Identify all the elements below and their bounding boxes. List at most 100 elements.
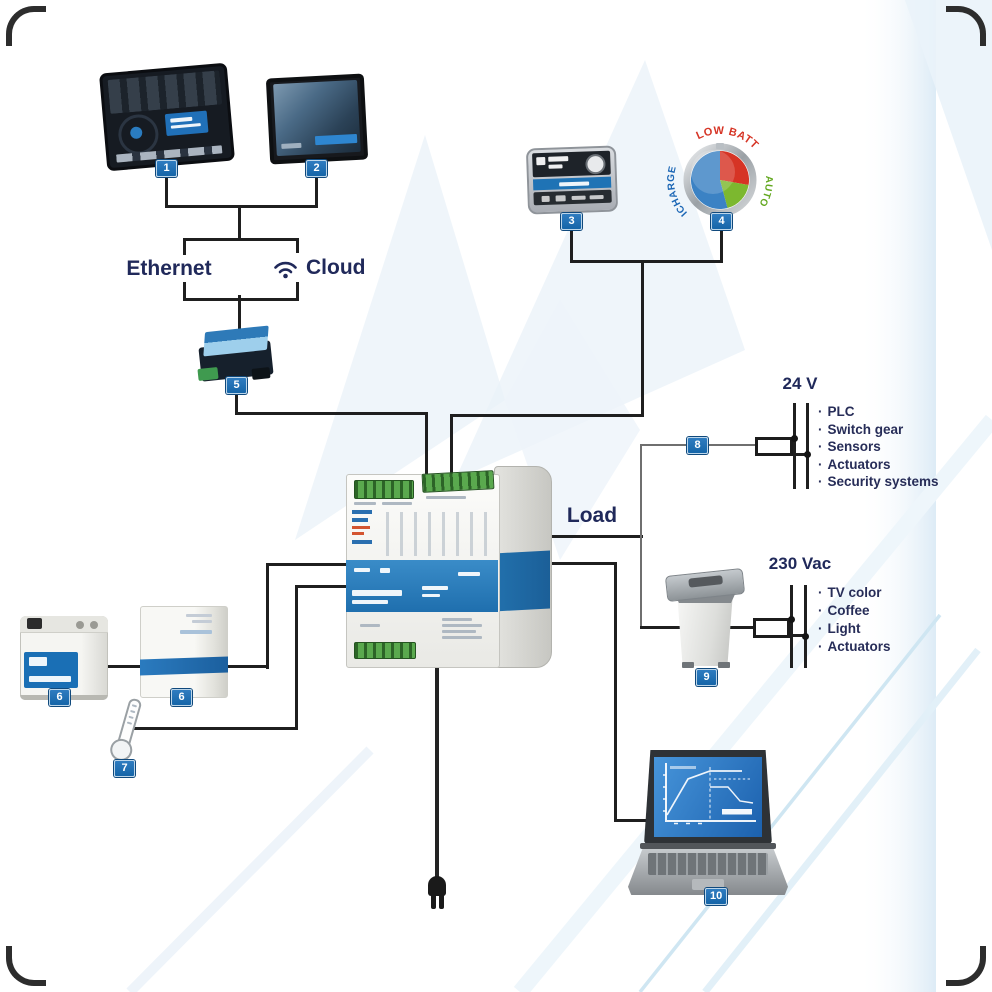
device-dc-ups — [346, 466, 552, 672]
laptop-line — [614, 562, 617, 822]
temp-probe-line — [295, 585, 352, 588]
mains-cable — [435, 668, 439, 880]
terminal-block-bottom — [354, 642, 416, 659]
terminal-block-top — [421, 470, 495, 493]
rounded-corner — [946, 946, 986, 986]
laptop-line — [614, 819, 654, 822]
busbar — [806, 403, 809, 489]
load-line — [543, 535, 643, 538]
battery-line — [266, 563, 352, 566]
battery-line — [266, 563, 269, 669]
load-symbol — [753, 618, 790, 638]
connector-line — [784, 634, 806, 637]
connector-line — [450, 414, 453, 474]
bus-list-item: ·PLC — [818, 404, 855, 419]
junction-dot — [804, 451, 811, 458]
battery-terminal — [27, 618, 42, 629]
connector-line — [570, 260, 723, 263]
device-monitor — [265, 73, 369, 165]
laptop-base — [628, 849, 788, 895]
cloud-label: Cloud — [306, 255, 366, 279]
connector-line — [720, 229, 723, 263]
connector-line — [315, 176, 318, 208]
temp-probe-line — [131, 727, 298, 730]
inverter-body — [677, 592, 733, 666]
bus-list-item: ·Sensors — [818, 439, 881, 454]
device-battery-module — [140, 606, 228, 698]
laptop-touchpad — [692, 879, 724, 890]
rounded-corner — [6, 946, 46, 986]
battery-stripe — [140, 656, 228, 676]
badge-3: 3 — [561, 213, 582, 230]
connector-line — [641, 260, 644, 417]
load-symbol — [755, 437, 793, 456]
rounded-corner — [946, 6, 986, 46]
busbar — [793, 403, 796, 489]
connector-line — [425, 412, 428, 474]
device-laptop — [628, 750, 788, 902]
device-hmi-panel — [98, 62, 236, 172]
device-status-gauge: LOW BATT ICHARGE AUTO — [666, 124, 774, 230]
badge-9: 9 — [696, 669, 717, 686]
junction-dot — [791, 435, 798, 442]
badge-6a: 6 — [49, 689, 70, 706]
badge-2: 2 — [306, 160, 327, 177]
badge-4: 4 — [711, 213, 732, 230]
bus-230v-list: ·TV color ·Coffee ·Light ·Actuators — [818, 585, 891, 657]
connector-line — [165, 176, 168, 208]
connector-line — [787, 453, 808, 456]
gauge-label-auto: AUTO — [756, 176, 773, 209]
terminal-block-top — [354, 480, 414, 499]
busbar — [790, 585, 793, 668]
rounded-corner — [6, 6, 46, 46]
bus-24v-list: ·PLC·Switch gear·Sensors·Actuators·Secur… — [818, 404, 939, 492]
bus-24v-title: 24 V — [782, 374, 818, 393]
device-battery-lead-acid — [20, 616, 108, 700]
battery-label — [24, 652, 78, 688]
badge-7: 7 — [114, 760, 135, 777]
connector-line — [238, 206, 241, 239]
psu-blue-band — [346, 560, 498, 612]
bus-list-item: ·TV color — [818, 585, 882, 600]
connector-line — [238, 295, 241, 331]
cloud-label-group: Cloud — [266, 253, 372, 282]
gauge-segment-charge — [690, 150, 728, 209]
connector-line — [570, 229, 573, 263]
device-inverter — [660, 567, 748, 670]
branch-line — [640, 444, 642, 629]
badge-5: 5 — [226, 377, 247, 394]
junction-dot — [802, 633, 809, 640]
bus-230v-title: 230 Vac — [768, 554, 832, 573]
junction-dot — [788, 616, 795, 623]
laptop-screen — [654, 757, 762, 837]
busbar — [804, 585, 807, 668]
badge-10: 10 — [705, 888, 728, 905]
bus-list-item: ·Actuators — [818, 456, 891, 472]
gauge-dial — [585, 153, 606, 175]
laptop-keyboard — [648, 853, 768, 875]
laptop-line — [543, 562, 617, 565]
connector-line — [235, 412, 428, 415]
svg-text:AUTO: AUTO — [756, 176, 774, 209]
display — [532, 150, 611, 178]
badge-8: 8 — [687, 437, 708, 454]
green-connector — [197, 366, 219, 382]
gauge-segment-auto — [720, 180, 749, 208]
bus-list-item: ·Coffee — [818, 603, 870, 618]
mains-plug-icon — [424, 876, 450, 912]
device-battery-monitor — [525, 145, 619, 215]
bus-list-item: ·Light — [818, 621, 861, 636]
connector-line — [165, 205, 318, 208]
temp-probe-line — [295, 585, 298, 730]
badge-1: 1 — [156, 160, 177, 177]
bus-list-item: ·Switch gear — [818, 421, 904, 437]
badge-6b: 6 — [171, 689, 192, 706]
connector-line — [235, 393, 238, 415]
bus-list-item: ·Actuators — [818, 639, 891, 654]
load-label: Load — [566, 504, 618, 527]
connector-line — [450, 414, 644, 417]
wifi-icon — [274, 261, 297, 278]
ethernet-label: Ethernet — [104, 255, 234, 282]
